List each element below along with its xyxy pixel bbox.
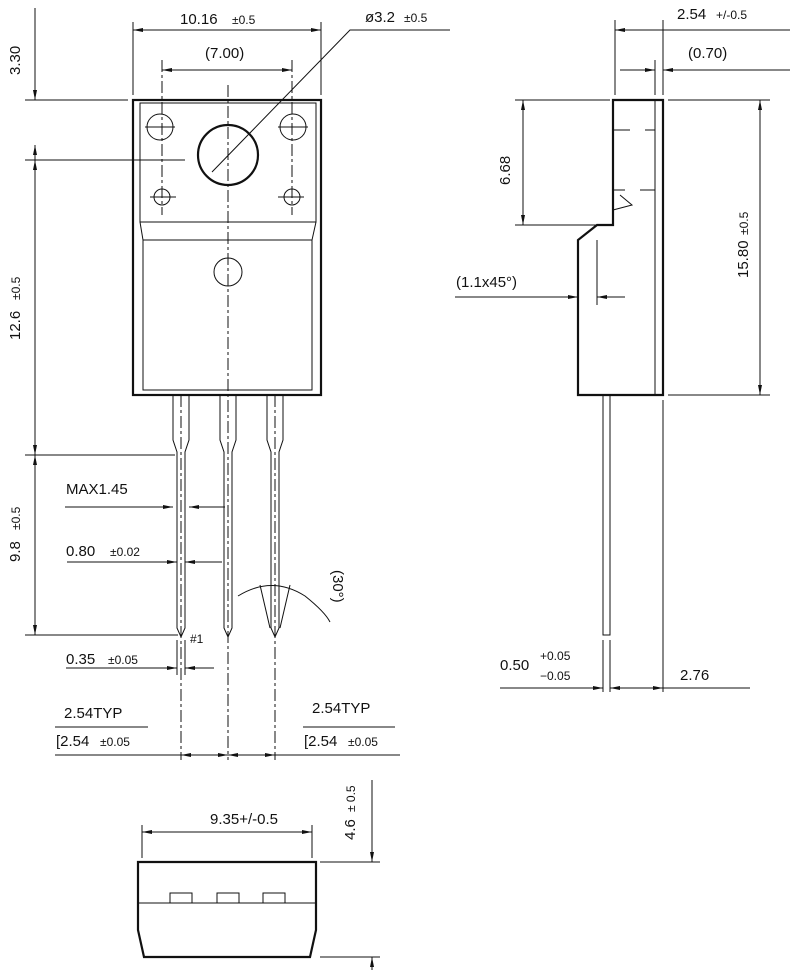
dim-total-height-tol: ±0.5: [737, 211, 751, 235]
dim-side-thickness: 2.54: [677, 6, 706, 23]
dim-chamfer: (1.1x45°): [456, 274, 517, 291]
dim-lead-thickness-tol: ±0.05: [108, 653, 138, 667]
dim-lead-offset: 2.76: [680, 667, 709, 684]
dim-pitch-right: 2.54TYP: [312, 700, 370, 717]
dim-lead-thick: 0.50: [500, 657, 529, 674]
dim-lead-length: 9.8: [7, 541, 24, 562]
dim-lead-width: 0.80: [66, 543, 95, 560]
dim-hole-dia: ø3.2: [365, 9, 395, 26]
dim-bottom-height-tol: ± 0.5: [344, 785, 358, 812]
dim-lead-max-width: MAX1.45: [66, 481, 128, 498]
side-view: 2.54 +/-0.5 (0.70) 6.68 15.80 ±0.5 (1.1x…: [455, 6, 790, 692]
dim-total-height: 15.80: [735, 240, 752, 278]
dim-lead-thick-minus: −0.05: [540, 669, 571, 683]
dim-lead-thickness: 0.35: [66, 651, 95, 668]
bottom-view: 9.35+/-0.5 4.6 ± 0.5: [136, 780, 380, 970]
dim-bottom-width: 9.35+/-0.5: [210, 811, 278, 828]
dim-pitch-right-tol: [2.54: [304, 733, 337, 750]
dim-angle: (30°): [329, 570, 346, 603]
dim-lead-width-tol: ±0.02: [110, 545, 140, 559]
dim-lead-thick-plus: +0.05: [540, 649, 571, 663]
front-view: 10.16 ±0.5 (7.00) ø3.2 ±0.5 3.30 12.6 ±0…: [7, 8, 450, 760]
dim-tab-thickness: (0.70): [688, 45, 727, 62]
side-lead: [602, 394, 611, 636]
dim-pitch-left-tol2: ±0.05: [100, 735, 130, 749]
pin1-label: #1: [190, 632, 204, 646]
dim-body-height-tol: ±0.5: [9, 276, 23, 300]
dim-pitch-left: 2.54TYP: [64, 705, 122, 722]
dim-side-thickness-tol: +/-0.5: [716, 8, 747, 22]
dim-hole-spacing: (7.00): [205, 45, 244, 62]
dim-width-tol: ±0.5: [232, 13, 256, 27]
dim-tab-height: 6.68: [497, 156, 514, 185]
dim-pitch-right-tol2: ±0.05: [348, 735, 378, 749]
dim-pitch-left-tol: [2.54: [56, 733, 89, 750]
dim-width: 10.16: [180, 11, 218, 28]
leads: [172, 395, 284, 760]
dim-bottom-height: 4.6: [342, 819, 359, 840]
dim-tab-top: 3.30: [7, 46, 24, 75]
dim-hole-dia-tol: ±0.5: [404, 11, 428, 25]
dim-body-height: 12.6: [7, 311, 24, 340]
dim-lead-length-tol: ±0.5: [9, 506, 23, 530]
